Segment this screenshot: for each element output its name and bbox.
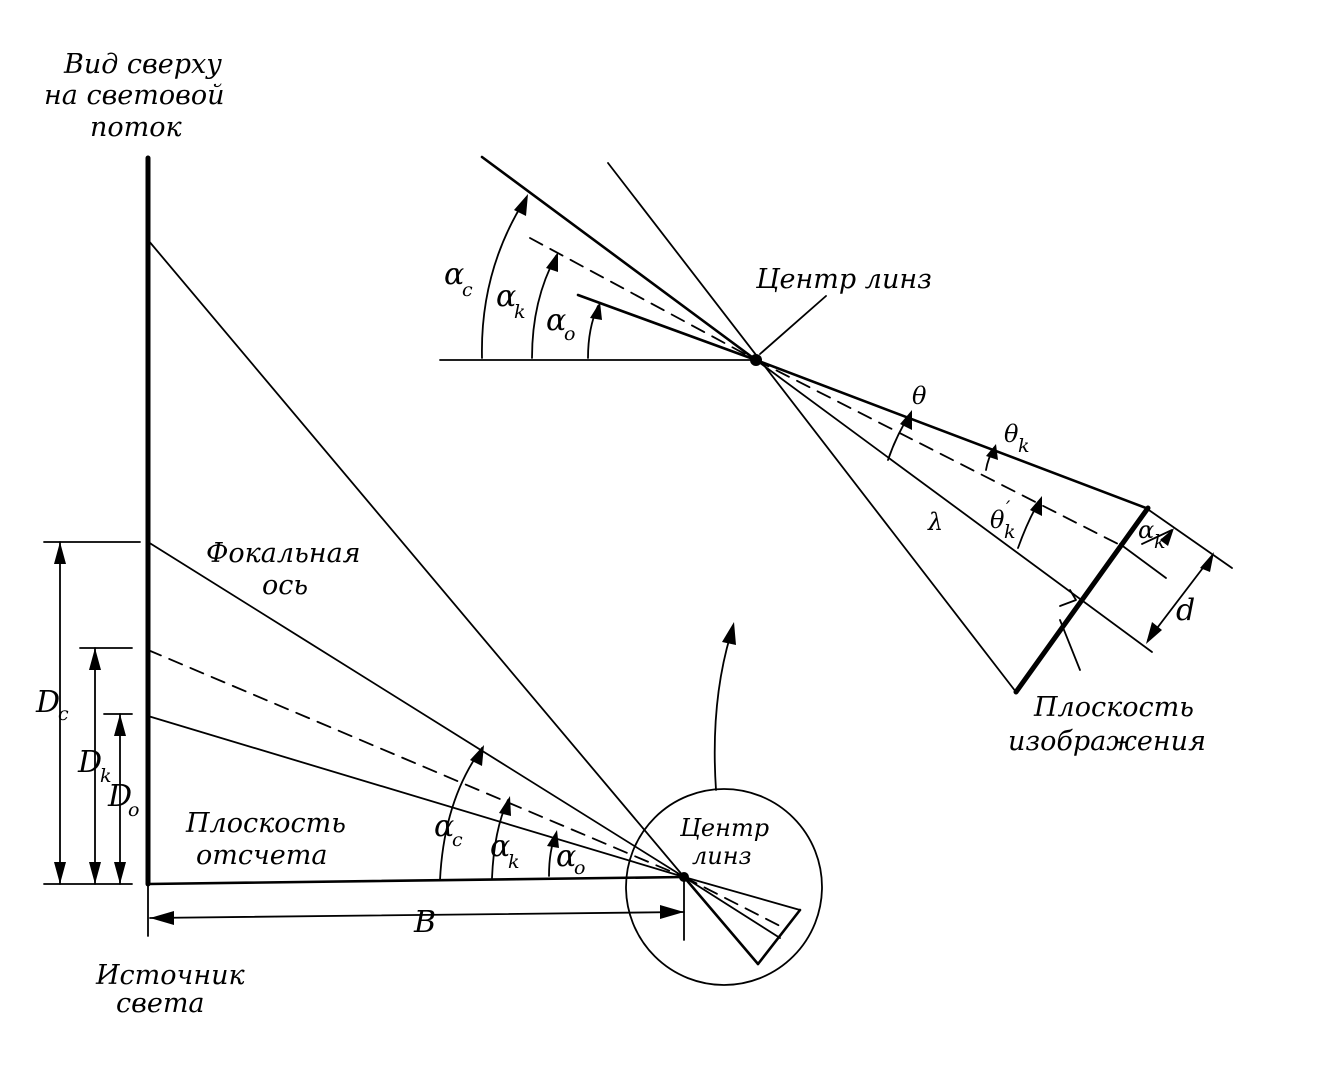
dimension-b-line xyxy=(149,879,685,941)
svg-text:линз: линз xyxy=(692,842,752,870)
theta-k-prime-label: θ k ′ xyxy=(990,497,1016,543)
theta-k-label: θ k xyxy=(1004,420,1030,457)
svg-text:поток: поток xyxy=(90,112,183,143)
reference-plane-line xyxy=(146,875,686,886)
svg-text:изображения: изображения xyxy=(1008,726,1206,757)
alpha-k-large-label: α k xyxy=(496,279,526,323)
svg-text:α: α xyxy=(1138,516,1154,544)
lens-magnifier xyxy=(625,788,823,986)
svg-text:k: k xyxy=(508,851,520,873)
light-source-label: Источник света xyxy=(95,960,245,1019)
ray-top xyxy=(147,239,685,878)
svg-text:o: o xyxy=(128,799,139,821)
light-source-geometry xyxy=(145,155,686,937)
svg-text:Плоскость: Плоскость xyxy=(1033,692,1194,723)
image-plane-line xyxy=(1013,505,1151,695)
svg-text:ось: ось xyxy=(262,570,308,601)
dimension-b-label: B xyxy=(413,905,436,940)
svg-text:o: o xyxy=(564,323,575,345)
large-lens-center-dot xyxy=(750,354,762,366)
svg-text:c: c xyxy=(462,279,473,301)
focal-axis-label: Фокальная ось xyxy=(206,538,361,601)
alpha-c-large-label: α c xyxy=(444,257,473,301)
enlarged-lens-view xyxy=(439,155,1233,695)
image-plane-label: Плоскость изображения xyxy=(1008,692,1206,757)
large-angle-arcs xyxy=(481,194,1214,644)
svg-text:k: k xyxy=(1018,435,1030,457)
zoom-arrow xyxy=(713,622,736,791)
large-lens-center-label: Центр линз xyxy=(755,264,932,295)
svg-text:на световой: на световой xyxy=(44,80,225,111)
small-angle-arcs xyxy=(439,745,559,881)
theta-label: θ xyxy=(912,382,927,410)
svg-text:θ: θ xyxy=(990,506,1005,534)
lambda-label: λ xyxy=(927,508,943,536)
svg-text:c: c xyxy=(452,829,463,851)
svg-text:D: D xyxy=(107,779,132,814)
svg-text:света: света xyxy=(116,988,205,1019)
svg-text:k: k xyxy=(1004,521,1016,543)
d-label: d xyxy=(1176,593,1195,628)
reference-plane-label: Плоскость отсчета xyxy=(185,808,346,871)
ray-alpha-c xyxy=(147,541,685,878)
ray-alpha-o xyxy=(147,715,685,878)
alpha-o-large-label: α o xyxy=(546,303,575,345)
dimension-dc-label: D c xyxy=(35,685,69,725)
top-view-label: Вид сверху на световой поток xyxy=(44,49,225,143)
svg-text:Плоскость: Плоскость xyxy=(185,808,346,839)
svg-text:Вид сверху: Вид сверху xyxy=(63,49,222,80)
svg-text:отсчета: отсчета xyxy=(196,840,327,871)
svg-text:Источник: Источник xyxy=(95,960,245,991)
alpha-k-small-label: α k xyxy=(490,829,520,873)
alpha-o-small-label: α o xyxy=(556,839,585,879)
ray-alpha-k xyxy=(147,649,685,878)
dimension-dk-label: D k xyxy=(77,745,112,787)
svg-text:Фокальная: Фокальная xyxy=(206,538,361,569)
svg-text:α: α xyxy=(496,279,516,314)
svg-text:θ: θ xyxy=(1004,420,1019,448)
dimension-do-label: D o xyxy=(107,779,139,821)
svg-text:k: k xyxy=(100,765,112,787)
svg-text:D: D xyxy=(77,745,102,780)
svg-text:α: α xyxy=(434,809,454,844)
svg-text:Центр: Центр xyxy=(679,814,769,842)
svg-text:D: D xyxy=(35,685,60,720)
alpha-c-small-label: α c xyxy=(434,809,463,851)
svg-text:k: k xyxy=(1154,531,1166,553)
svg-text:o: o xyxy=(574,857,585,879)
svg-text:α: α xyxy=(444,257,464,292)
svg-text:α: α xyxy=(556,839,576,874)
svg-text:α: α xyxy=(490,829,510,864)
dimension-lines xyxy=(43,541,141,885)
svg-text:′: ′ xyxy=(1006,497,1011,519)
svg-text:c: c xyxy=(58,703,69,725)
small-lens-center-label: Центр линз xyxy=(679,814,769,870)
alpha-k-plane-label: α k xyxy=(1138,516,1166,553)
svg-text:α: α xyxy=(546,303,566,338)
svg-text:k: k xyxy=(514,301,526,323)
